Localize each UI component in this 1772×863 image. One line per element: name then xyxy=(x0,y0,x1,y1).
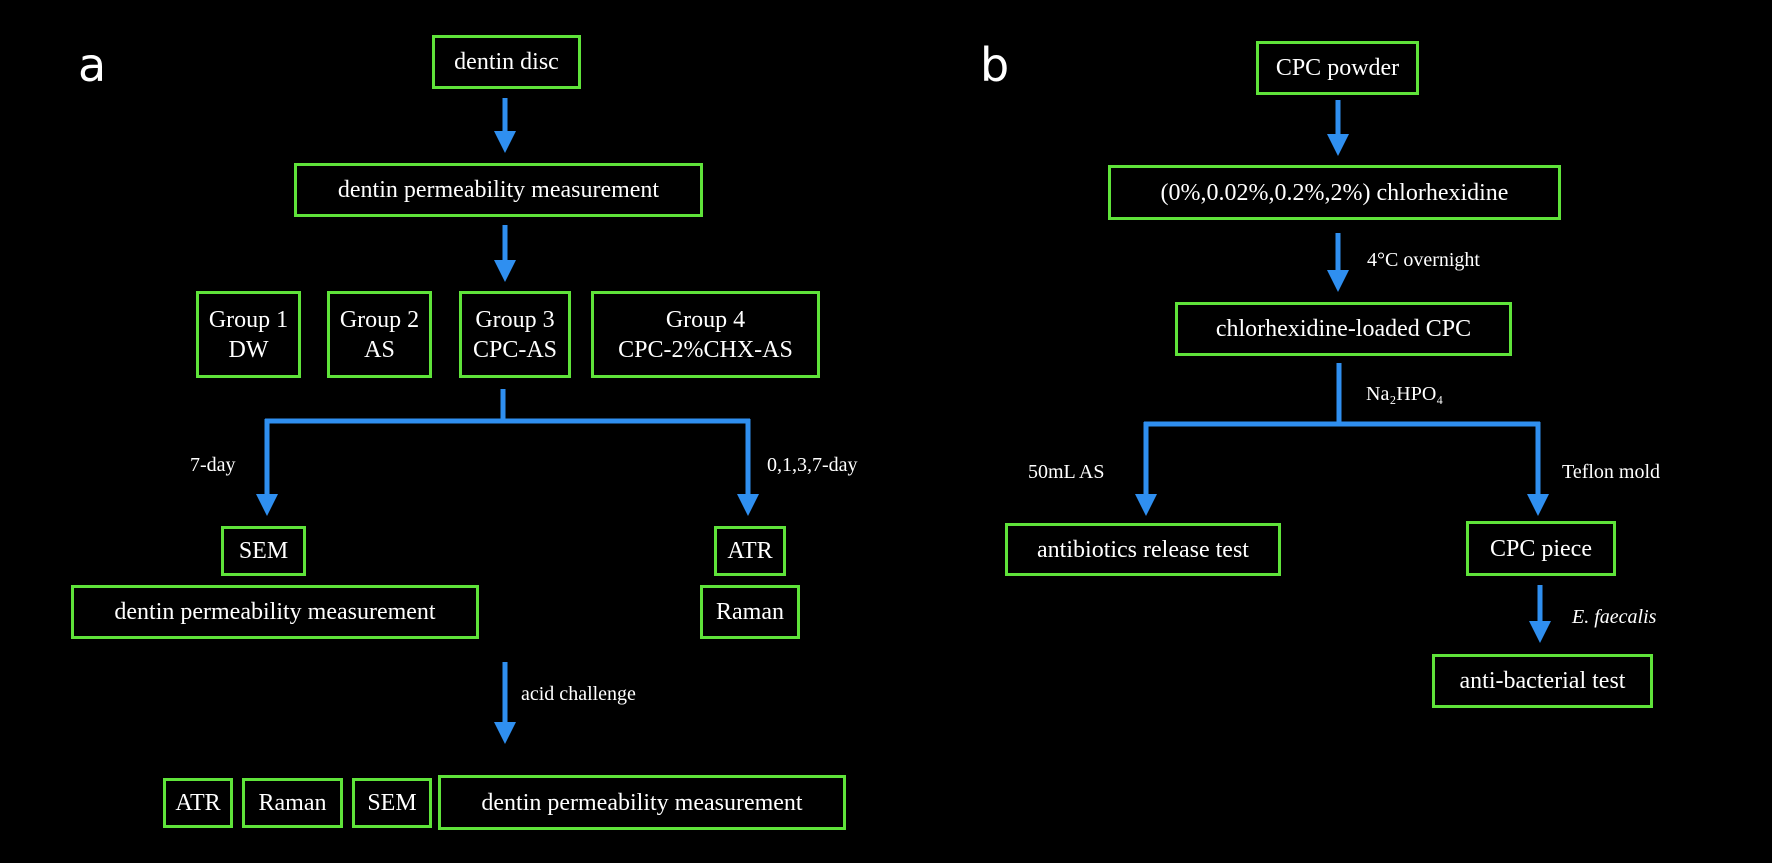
permeability-text-2: dentin permeability measurement xyxy=(114,599,436,625)
antibacterial-test-text: anti-bacterial test xyxy=(1459,668,1626,694)
group-1-name: Group 1 xyxy=(208,306,289,333)
atr-box: ATR xyxy=(714,526,786,576)
cpc-piece-box: CPC piece xyxy=(1466,521,1616,576)
arrow-to-antibacterial-head xyxy=(1529,621,1551,643)
arrow-to-sem-head xyxy=(256,494,278,516)
panel-b-label: b xyxy=(980,38,1010,92)
cpc-powder-text: CPC powder xyxy=(1275,55,1400,81)
group-2-box: Group 2 AS xyxy=(327,291,432,378)
group-4-treatment: CPC-2%CHX-AS xyxy=(618,336,793,363)
bottom-permeability-text: dentin permeability measurement xyxy=(481,789,803,816)
time-points-label: 0,1,3,7-day xyxy=(767,454,858,476)
sem-box: SEM xyxy=(221,526,306,576)
arrow-disc-to-permeability-head xyxy=(494,131,516,153)
chlorhexidine-box: (0%,0.02%,0.2%,2%) chlorhexidine xyxy=(1108,165,1561,220)
bottom-atr-text: ATR xyxy=(175,790,221,816)
loaded-cpc-text: chlorhexidine-loaded CPC xyxy=(1215,316,1472,342)
bottom-raman-text: Raman xyxy=(258,790,327,816)
group-4-box: Group 4 CPC-2%CHX-AS xyxy=(591,291,820,378)
teflon-mold-label: Teflon mold xyxy=(1562,461,1661,483)
permeability-box-1: dentin permeability measurement xyxy=(294,163,703,217)
raman-box: Raman xyxy=(700,585,800,639)
as-volume-label: 50mL AS xyxy=(1028,461,1105,483)
bottom-permeability-box: dentin permeability measurement xyxy=(438,775,846,830)
arrow-powder-to-chlorhexidine-head xyxy=(1327,134,1349,156)
arrow-to-release-test-head xyxy=(1135,494,1157,516)
arrow-overnight-head xyxy=(1327,270,1349,292)
sem-text: SEM xyxy=(238,538,289,564)
acid-challenge-label: acid challenge xyxy=(521,683,636,705)
arrow-to-cpc-piece-head xyxy=(1527,494,1549,516)
arrow-acid-challenge-head xyxy=(494,722,516,744)
overnight-label: 4°C overnight xyxy=(1367,249,1480,271)
group-3-name: Group 3 xyxy=(475,306,555,333)
bottom-sem-box: SEM xyxy=(352,778,432,828)
na2hpo4-label: Na₂HPO₄ xyxy=(1366,383,1444,405)
group-1-box: Group 1 DW xyxy=(196,291,301,378)
raman-text: Raman xyxy=(716,599,784,625)
release-test-box: antibiotics release test xyxy=(1005,523,1281,576)
atr-text: ATR xyxy=(727,538,773,564)
cpc-powder-box: CPC powder xyxy=(1256,41,1419,95)
bottom-raman-box: Raman xyxy=(242,778,343,828)
bottom-sem-text: SEM xyxy=(367,790,417,816)
bottom-atr-box: ATR xyxy=(163,778,233,828)
group-4-name: Group 4 xyxy=(665,306,746,333)
arrow-to-atr-head xyxy=(737,494,759,516)
cpc-piece-text: CPC piece xyxy=(1490,535,1592,562)
dentin-disc-text: dentin disc xyxy=(454,49,559,75)
permeability-box-2: dentin permeability measurement xyxy=(71,585,479,639)
loaded-cpc-box: chlorhexidine-loaded CPC xyxy=(1175,302,1512,356)
group-1-treatment: DW xyxy=(228,336,269,363)
group-2-name: Group 2 xyxy=(339,306,420,333)
group-3-box: Group 3 CPC-AS xyxy=(459,291,571,378)
release-test-text: antibiotics release test xyxy=(1037,536,1249,563)
permeability-text-1: dentin permeability measurement xyxy=(337,177,660,203)
bacteria-label: E. faecalis xyxy=(1572,606,1657,628)
panel-a-label: a xyxy=(78,38,107,92)
chlorhexidine-text: (0%,0.02%,0.2%,2%) chlorhexidine xyxy=(1160,179,1509,206)
dentin-disc-box: dentin disc xyxy=(432,35,581,89)
group-2-treatment: AS xyxy=(364,336,395,363)
antibacterial-test-box: anti-bacterial test xyxy=(1432,654,1653,708)
arrow-permeability-to-groups-head xyxy=(494,260,516,282)
seven-day-label: 7-day xyxy=(190,454,236,476)
group-3-treatment: CPC-AS xyxy=(472,336,558,363)
